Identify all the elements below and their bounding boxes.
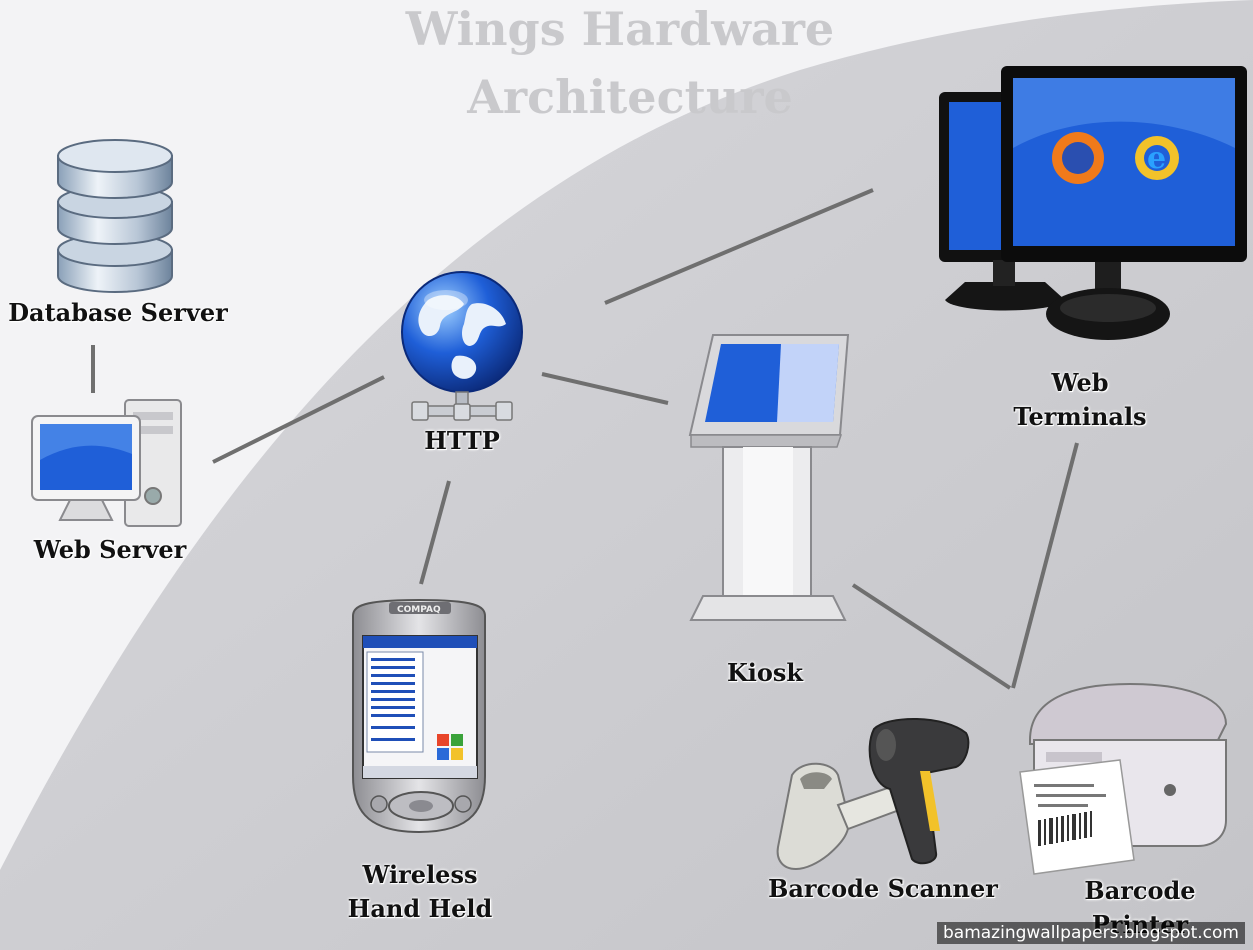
svg-text:e: e: [1147, 141, 1166, 176]
pda-brand-text: COMPAQ: [397, 605, 441, 615]
barcode-printer-icon: [1019, 682, 1228, 875]
line-webserver-to-http: [212, 375, 385, 464]
line-http-to-handheld: [419, 480, 451, 585]
diagram-title-line1: Wings Hardware: [405, 2, 835, 56]
line-terminals-to-printer: [1011, 442, 1079, 689]
barcode-scanner-icon: [776, 717, 970, 871]
line-http-to-kiosk: [541, 372, 669, 405]
pda-icon: COMPAQ: [352, 598, 486, 834]
line-http-to-terminals: [604, 188, 874, 305]
database-server-label: Database Server: [8, 298, 228, 327]
web-server-icon: [31, 399, 182, 527]
wireless-hand-held-label-line1: Wireless: [362, 860, 478, 889]
kiosk-icon: [688, 334, 850, 621]
web-terminals-icon: e: [939, 66, 1247, 340]
web-server-label: Web Server: [33, 535, 187, 564]
barcode-scanner-label: Barcode Scanner: [768, 874, 998, 903]
kiosk-label: Kiosk: [726, 658, 804, 687]
web-terminals-label-line2: Terminals: [1013, 402, 1147, 431]
web-terminals-label-line1: Web: [1051, 368, 1109, 397]
globe-icon: [401, 271, 523, 421]
barcode-printer-label-line1: Barcode: [1084, 876, 1196, 905]
watermark-text: bamazingwallpapers.blogspot.com: [936, 922, 1245, 944]
diagram-title-line2: Architecture: [467, 70, 793, 124]
http-label: HTTP: [424, 426, 500, 455]
line-kiosk-to-printer: [851, 583, 1012, 690]
wireless-hand-held-label-line2: Hand Held: [347, 894, 493, 923]
database-icon: [57, 139, 173, 293]
